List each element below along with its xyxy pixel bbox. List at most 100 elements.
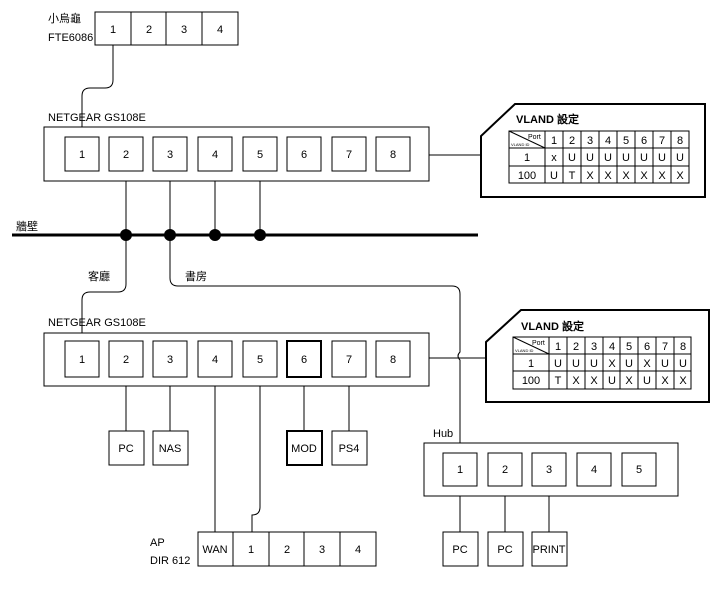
svg-text:3: 3 — [587, 135, 593, 147]
hub-port-label: 4 — [591, 464, 597, 476]
svg-text:X: X — [679, 375, 687, 387]
svg-text:U: U — [679, 358, 687, 370]
svg-text:U: U — [608, 375, 616, 387]
hub-port — [442, 452, 478, 487]
switch1-port-label: 1 — [79, 149, 85, 161]
hub-pc-device — [487, 531, 524, 567]
hub-port — [487, 452, 523, 487]
svg-text:8: 8 — [677, 135, 683, 147]
svg-text:U: U — [586, 152, 594, 164]
modem-model: FTE6086 — [48, 32, 93, 44]
hub-port-label: 5 — [636, 464, 642, 476]
switch2-port — [331, 340, 367, 378]
svg-text:U: U — [625, 358, 633, 370]
vlan-table-1: VLAND 設定 Port VLAND ID 1 2 3 4 5 6 7 8 1… — [480, 103, 706, 198]
svg-text:X: X — [572, 375, 580, 387]
switch2-port — [152, 340, 188, 378]
svg-text:U: U — [550, 170, 558, 182]
modem-device: 小烏龜 FTE6086 1 2 3 4 — [48, 11, 239, 46]
modem-port: 4 — [217, 24, 223, 36]
switch2-port-label: 4 — [212, 354, 218, 366]
svg-text:100: 100 — [522, 375, 540, 387]
hub-label: Hub — [433, 428, 453, 440]
hub-port-label: 3 — [546, 464, 552, 476]
svg-text:X: X — [658, 170, 666, 182]
switch2-port-label: 5 — [257, 354, 263, 366]
switch1-port — [375, 136, 411, 172]
link-modem-to-switch1 — [81, 45, 114, 137]
switch2-port-label: 3 — [167, 354, 173, 366]
vlan-table-2-corner-id: VLAND ID — [515, 348, 534, 353]
svg-text:7: 7 — [662, 341, 668, 353]
nas-device — [152, 430, 189, 466]
svg-text:1: 1 — [524, 152, 530, 164]
svg-text:100: 100 — [518, 170, 536, 182]
ps4-device — [331, 430, 368, 466]
switch1-body — [43, 126, 430, 182]
switch2-body — [43, 332, 430, 387]
ap-model: DIR 612 — [150, 555, 190, 567]
ap-wan-label: WAN — [202, 544, 227, 556]
mod-device — [286, 430, 323, 466]
switch1-port-label: 7 — [346, 149, 352, 161]
hub-printer-device — [531, 531, 568, 567]
switch1-port — [197, 136, 233, 172]
switch1-port-label: 6 — [301, 149, 307, 161]
switch2-port — [64, 340, 100, 378]
pc-device — [108, 430, 145, 466]
svg-text:X: X — [590, 375, 598, 387]
svg-text:T: T — [555, 375, 562, 387]
switch1-port-label: 2 — [123, 149, 129, 161]
modem-port: 2 — [146, 24, 152, 36]
vlan-table-2: VLAND 設定 Port VLAND ID 1 2 3 4 5 6 7 8 1… — [485, 309, 710, 403]
ap-port-label: 1 — [248, 544, 254, 556]
svg-text:X: X — [625, 375, 633, 387]
switch1-label: NETGEAR GS108E — [48, 112, 146, 124]
svg-text:1: 1 — [551, 135, 557, 147]
switch2-label: NETGEAR GS108E — [48, 317, 146, 329]
wall-junction — [209, 229, 221, 241]
vlan-table-1-title: VLAND 設定 — [516, 112, 579, 126]
svg-text:2: 2 — [573, 341, 579, 353]
svg-text:U: U — [676, 152, 684, 164]
room-living-label: 客廳 — [88, 269, 110, 283]
svg-text:1: 1 — [555, 341, 561, 353]
switch2-port — [108, 340, 144, 378]
ps4-device-label: PS4 — [339, 443, 360, 455]
switch1-port-label: 8 — [390, 149, 396, 161]
svg-text:2: 2 — [569, 135, 575, 147]
switch2-port-label: 2 — [123, 354, 129, 366]
svg-text:U: U — [622, 152, 630, 164]
switch2-port-label: 8 — [390, 354, 396, 366]
switch1-port — [242, 136, 278, 172]
svg-text:T: T — [569, 170, 576, 182]
switch1-port-label: 3 — [167, 149, 173, 161]
switch1-port-label: 5 — [257, 149, 263, 161]
svg-text:6: 6 — [641, 135, 647, 147]
switch2-port — [375, 340, 411, 378]
vlan-table-2-title: VLAND 設定 — [521, 319, 584, 333]
switch2-devices: PC NAS MOD PS4 — [108, 430, 368, 466]
ap-label: AP — [150, 537, 165, 549]
switch2-port-label: 1 — [79, 354, 85, 366]
switch2-port-label: 7 — [346, 354, 352, 366]
hub: Hub 1 2 3 4 5 PC PC PRINT — [423, 428, 679, 567]
connection-lines — [81, 45, 550, 532]
svg-text:8: 8 — [680, 341, 686, 353]
svg-text:U: U — [661, 358, 669, 370]
svg-text:3: 3 — [591, 341, 597, 353]
vlan-table-1-corner-port: Port — [528, 134, 541, 141]
switch2-port-label: 6 — [301, 354, 307, 366]
nas-device-label: NAS — [159, 443, 182, 455]
switch2-port — [197, 340, 233, 378]
link-switch1-port2-to-switch2-port1 — [81, 171, 127, 341]
svg-text:X: X — [622, 170, 630, 182]
switch2-port — [242, 340, 278, 378]
svg-text:X: X — [604, 170, 612, 182]
svg-text:U: U — [568, 152, 576, 164]
svg-text:4: 4 — [605, 135, 611, 147]
wall-junction — [254, 229, 266, 241]
switch1-port — [331, 136, 367, 172]
svg-text:X: X — [676, 170, 684, 182]
hub-device-label: PRINT — [533, 544, 566, 556]
